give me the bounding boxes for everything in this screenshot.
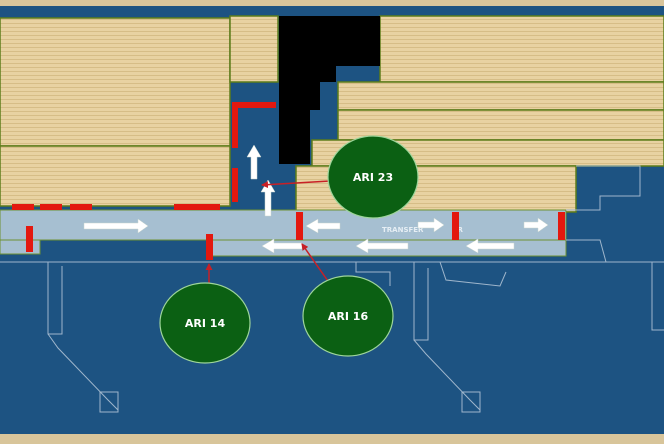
- badge-ari-16-label: ARI 16: [328, 310, 369, 323]
- barriers: [12, 102, 565, 260]
- barrier-6: [232, 108, 238, 148]
- corridor-label: TRANSFER R: [382, 226, 463, 234]
- arrow-left-3: [355, 238, 409, 254]
- pier-1: [47, 262, 63, 335]
- pointer-ari-16: [301, 243, 331, 285]
- pier-2-end: [461, 391, 481, 413]
- badge-ari-23-label: ARI 23: [353, 171, 393, 184]
- block-top-mid-left: [229, 15, 279, 83]
- arrow-right-2: [417, 217, 445, 233]
- black-structure: [279, 16, 380, 164]
- barrier-5: [232, 102, 276, 108]
- pointer-ari-23: [261, 180, 331, 189]
- arrow-up-2: [260, 179, 276, 217]
- barrier-2: [40, 204, 62, 210]
- barrier-9: [206, 234, 213, 260]
- badge-ari-14: ARI 14: [159, 282, 251, 364]
- barrier-8: [26, 226, 33, 252]
- badge-ari-23: ARI 23: [327, 135, 419, 219]
- pier-1-arm: [47, 333, 119, 411]
- block-top-right: [379, 15, 664, 83]
- barrier-4: [174, 204, 220, 210]
- pier-2-arm: [413, 339, 481, 411]
- corridor-label-tail: R: [457, 226, 463, 234]
- arrow-right-3: [523, 217, 549, 233]
- quay-edge-right: [566, 239, 607, 263]
- corridor-left-stub: [0, 239, 41, 255]
- badge-ari-14-circle: [159, 282, 251, 364]
- pier-outlines: [0, 165, 664, 413]
- arrow-left-4: [465, 238, 515, 254]
- pier-2: [413, 262, 429, 341]
- badge-ari-23-circle: [327, 135, 419, 219]
- barrier-3: [70, 204, 92, 210]
- barrier-11: [452, 212, 459, 240]
- pier-1-end: [99, 391, 119, 413]
- barrier-10: [296, 212, 303, 240]
- barrier-1: [12, 204, 34, 210]
- badge-ari-16-circle: [302, 275, 394, 357]
- pier-3: [651, 262, 664, 331]
- flow-arrows: [83, 144, 549, 254]
- corridor-label-text: TRANSFER: [382, 226, 424, 234]
- block-right-row-1: [337, 81, 664, 111]
- badge-ari-14-label: ARI 14: [185, 317, 226, 330]
- arrow-right-1: [83, 218, 149, 234]
- mooring-2: [439, 261, 507, 287]
- barrier-12: [558, 212, 565, 240]
- arrow-left-1: [305, 218, 341, 234]
- arrow-up-1: [246, 144, 262, 180]
- block-upper-left: [0, 17, 231, 147]
- badge-ari-16: ARI 16: [302, 275, 394, 357]
- block-middle-left: [0, 145, 231, 207]
- building-edge-right: [566, 165, 641, 211]
- mooring-1: [355, 262, 391, 286]
- barrier-7: [232, 168, 238, 202]
- block-right-row-2: [337, 109, 664, 141]
